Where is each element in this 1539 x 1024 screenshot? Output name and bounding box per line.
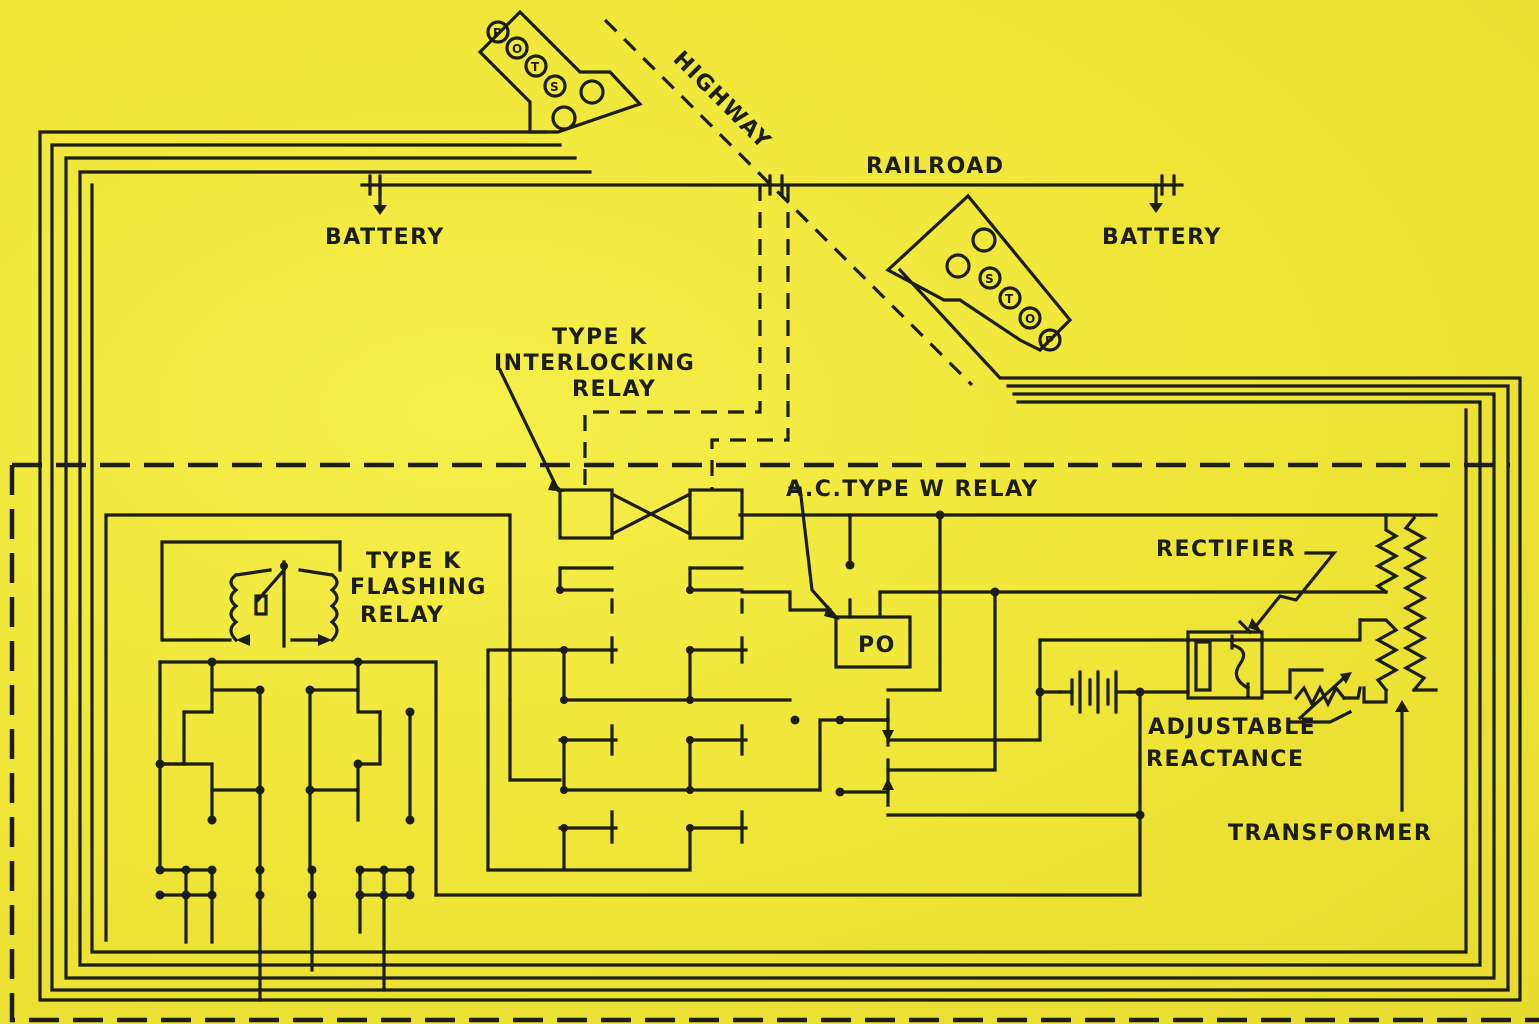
battery-left-label: BATTERY	[325, 225, 445, 250]
local-battery-icon	[1058, 670, 1132, 714]
flashing-relay	[160, 540, 342, 648]
interlocking-relay	[497, 185, 790, 540]
interlocking-contacts	[486, 566, 822, 872]
railroad-track	[360, 174, 1184, 196]
crossing-signal-top-left: P O T S	[477, 9, 643, 134]
svg-text:S: S	[985, 272, 994, 286]
svg-text:P: P	[493, 26, 502, 40]
interlocking-relay-label-1: TYPE K	[552, 325, 648, 350]
highway-line	[603, 18, 974, 387]
interlocking-relay-label-2: INTERLOCKING	[494, 351, 695, 376]
crossing-signal-right: S T O P	[885, 193, 1073, 352]
battery-left-symbol	[373, 183, 387, 215]
signal-lamp-icon	[579, 79, 605, 105]
battery-right-symbol	[1149, 183, 1163, 213]
signal-lamp-icon	[971, 227, 997, 253]
feeder-wires-left	[38, 130, 1522, 1002]
svg-text:O: O	[512, 42, 522, 56]
flashing-contacts	[155, 657, 438, 1002]
flashing-relay-label-3: RELAY	[360, 603, 444, 628]
ac-type-w-relay	[788, 486, 912, 807]
flashing-relay-label-1: TYPE K	[366, 549, 462, 574]
reactance-label-1: ADJUSTABLE	[1148, 715, 1316, 740]
battery-right-label: BATTERY	[1102, 225, 1222, 250]
transformer-label: TRANSFORMER	[1228, 821, 1432, 846]
svg-text:P: P	[1045, 334, 1054, 348]
transformer	[1358, 513, 1438, 812]
interlocking-relay-label-3: RELAY	[572, 377, 656, 402]
po-relay-box	[834, 615, 912, 669]
svg-text:O: O	[1025, 312, 1035, 326]
svg-text:T: T	[531, 60, 540, 74]
rectifier-label: RECTIFIER	[1156, 537, 1296, 562]
signal-lamp-icon	[945, 253, 971, 279]
po-label: PO	[858, 633, 896, 658]
svg-text:T: T	[1005, 292, 1014, 306]
flashing-relay-label-2: FLASHING	[350, 575, 487, 600]
housing-boundary	[9, 462, 1539, 1023]
adjustable-reactance	[1288, 672, 1362, 724]
railroad-label: RAILROAD	[866, 154, 1005, 179]
rectifier	[1186, 551, 1338, 700]
svg-text:S: S	[550, 80, 559, 94]
ac-relay-label: A.C.TYPE W RELAY	[786, 477, 1039, 502]
reactance-label-2: REACTANCE	[1146, 747, 1305, 772]
signal-lamp-icon	[551, 105, 577, 131]
